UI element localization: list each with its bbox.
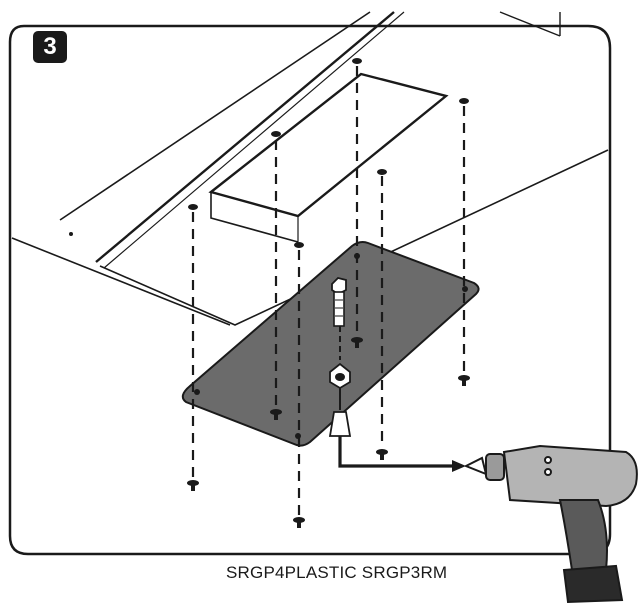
screw-icon xyxy=(187,337,470,528)
mounting-holes xyxy=(188,58,469,248)
model-caption: SRGP4PLASTIC SRGP3RM xyxy=(226,563,448,582)
driver-bit xyxy=(328,411,466,472)
cutout-opening xyxy=(208,72,449,243)
countertop xyxy=(11,11,609,326)
drill-icon xyxy=(463,444,638,604)
step-number-badge: 3 xyxy=(33,31,67,63)
bolt-icon xyxy=(329,277,351,410)
mounting-plate xyxy=(181,241,480,447)
alignment-guides xyxy=(191,66,466,516)
